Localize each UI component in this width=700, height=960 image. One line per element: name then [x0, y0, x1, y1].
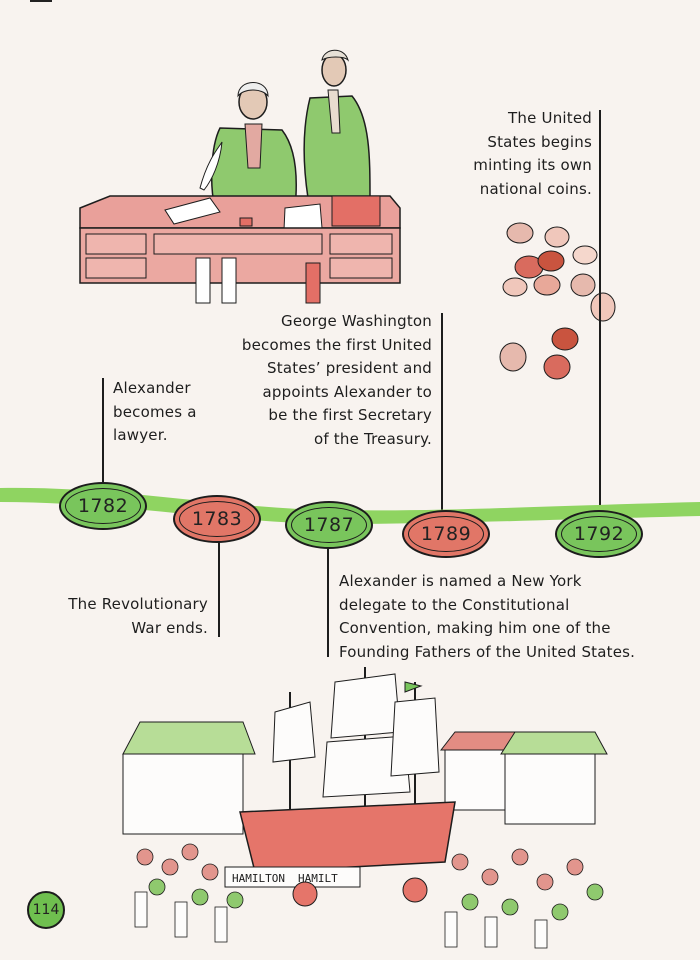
note-line: Alexander	[113, 379, 191, 397]
note-line: lawyer.	[113, 426, 168, 444]
note-line: Founding Fathers of the United States.	[339, 642, 636, 661]
connector-1789	[441, 313, 443, 511]
note-line: War ends.	[131, 618, 208, 637]
note-line: becomes the first United	[241, 335, 432, 354]
note-line: appoints Alexander to	[262, 382, 432, 401]
note-line: Convention, making him one of the	[339, 619, 611, 637]
note-line: delegate to the Constitutional	[339, 595, 570, 614]
top-rule-mark	[30, 0, 52, 2]
note-line: Alexander is named a New York	[339, 572, 582, 590]
note-line: of the Treasury.	[313, 429, 432, 448]
year-badge-1783: 1783	[173, 495, 261, 543]
year-label: 1782	[77, 495, 129, 517]
connector-1792	[599, 110, 601, 510]
connector-1783	[218, 535, 220, 637]
year-label: 1783	[191, 508, 243, 530]
note-line: be the first Secretary	[268, 406, 432, 424]
coins-illustration	[499, 222, 616, 380]
timeline-band	[0, 487, 700, 524]
event-note-1789: George Washington becomes the first Unit…	[242, 310, 432, 451]
float-banner-text-2: HAMILT	[298, 872, 338, 885]
year-badge-1789: 1789	[402, 510, 490, 558]
event-note-1792: The United States begins minting its own…	[473, 107, 592, 201]
event-note-1783: The Revolutionary War ends.	[68, 593, 208, 640]
note-line: becomes a	[113, 402, 197, 421]
year-label: 1789	[420, 523, 472, 545]
year-badge-1787: 1787	[285, 501, 373, 549]
year-label: 1787	[303, 514, 355, 536]
connector-1782	[102, 378, 104, 482]
note-line: George Washington	[281, 312, 432, 330]
note-line: States’ president and	[267, 359, 432, 377]
year-badge-1792: 1792	[555, 510, 643, 558]
note-line: minting its own	[473, 156, 592, 174]
event-note-1787: Alexander is named a New York delegate t…	[339, 570, 635, 664]
note-line: national coins.	[479, 179, 592, 198]
note-line: States begins	[487, 132, 592, 151]
connector-1787	[327, 535, 329, 657]
year-label: 1792	[573, 523, 625, 545]
note-line: The United	[508, 109, 592, 127]
page-number: 114	[32, 902, 60, 918]
note-line: The Revolutionary	[68, 595, 208, 613]
desk-illustration	[79, 49, 401, 304]
page-number-badge: 114	[27, 891, 65, 929]
year-badge-1782: 1782	[59, 482, 147, 530]
float-banner-text: HAMILTON	[232, 872, 285, 885]
parade-illustration: HAMILTON HAMILT	[122, 667, 608, 949]
event-note-1782: Alexander becomes a lawyer.	[113, 377, 197, 448]
